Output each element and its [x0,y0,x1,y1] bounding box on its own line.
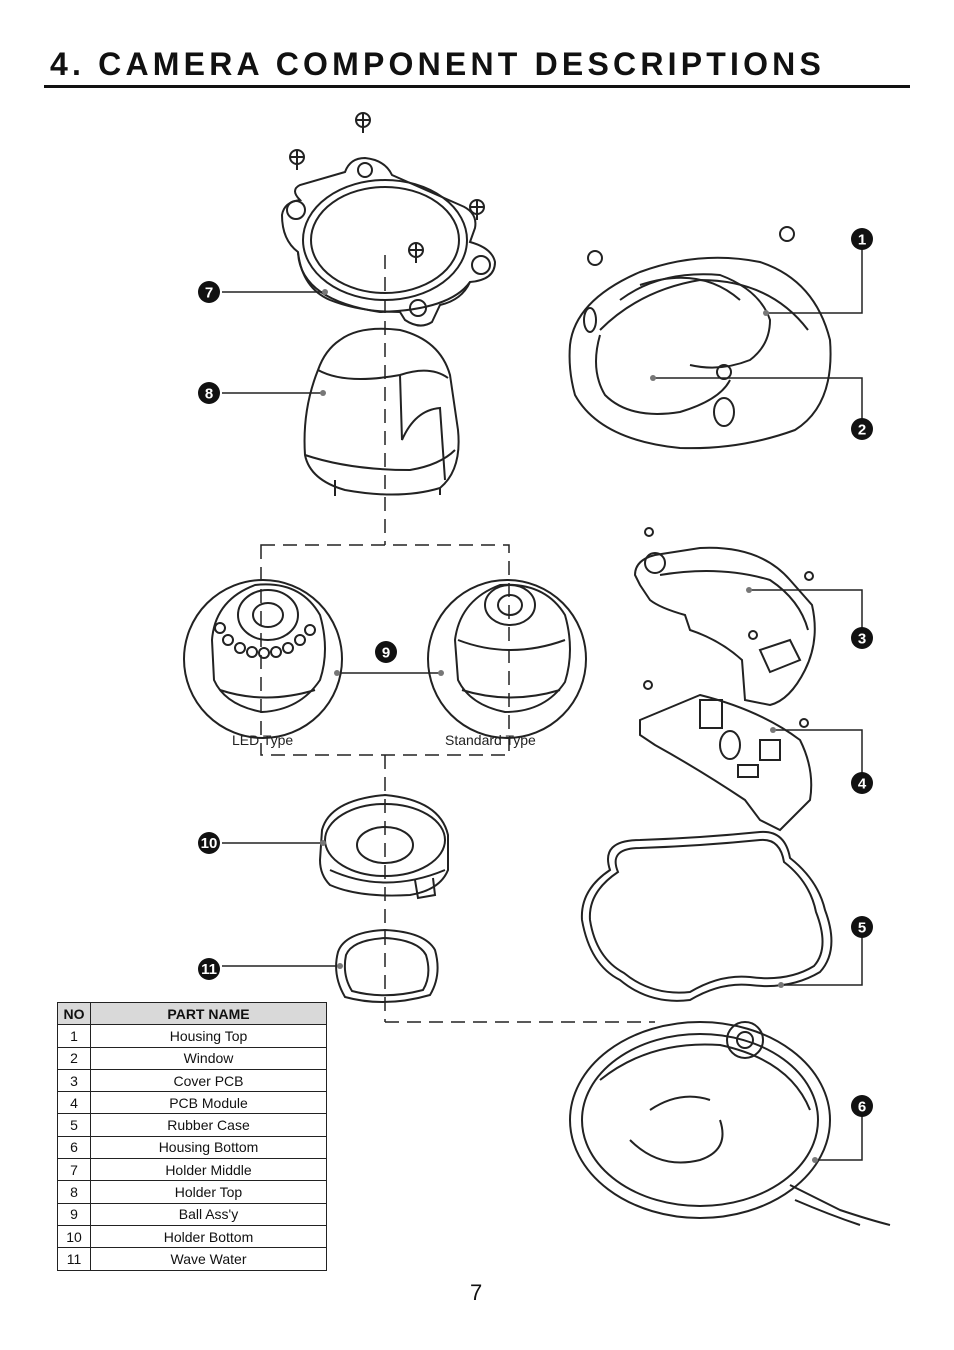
screw-icon [587,226,795,380]
housing-top-part [568,256,832,450]
svg-text:2: 2 [858,422,866,439]
row-part-name: Wave Water [90,1247,327,1271]
row-part-name: Housing Top [90,1024,327,1048]
row-no: 6 [57,1135,91,1160]
row-no: 5 [57,1113,91,1137]
row-no: 10 [57,1224,91,1249]
leader-dots [320,289,818,1163]
callout-1: 1 [851,228,873,250]
row-no: 8 [57,1180,91,1204]
holder-bottom-part [318,793,449,900]
svg-text:8: 8 [205,386,213,403]
row-no: 4 [57,1091,91,1115]
row-part-name: Window [90,1046,327,1070]
column-header-part-name: PART NAME [90,1001,327,1026]
row-part-name: Holder Top [90,1180,327,1204]
screw-icon [289,112,485,263]
callout-3: 3 [851,627,873,649]
table-header-row: NO PART NAME [57,1001,327,1026]
title-rule [44,85,910,88]
callout-5: 5 [851,916,873,938]
row-part-name: Holder Bottom [90,1224,327,1249]
svg-text:1: 1 [858,232,866,249]
svg-text:11: 11 [201,961,217,978]
callout-8: 8 [198,382,220,404]
callout-badges: 1 2 3 4 5 6 7 8 9 10 11 [198,228,873,1117]
housing-bottom-part [569,1021,891,1226]
row-part-name: PCB Module [90,1091,327,1115]
cover-pcb-part [633,546,816,707]
callout-6: 6 [851,1095,873,1117]
svg-text:3: 3 [858,631,866,648]
standard-type-label: Standard Type [445,732,536,748]
ball-standard-type [427,579,587,739]
holder-top-part [303,327,460,496]
svg-text:5: 5 [858,920,866,937]
row-part-name: Rubber Case [90,1113,327,1137]
ball-led-type [183,579,343,739]
row-part-name: Housing Bottom [90,1135,327,1160]
row-no: 1 [57,1024,91,1048]
wave-water-part [335,928,439,1003]
callout-9: 9 [375,641,397,663]
row-no: 3 [57,1068,91,1093]
callout-11: 11 [198,958,220,980]
rubber-case-part [580,830,833,1002]
leader-lines [222,239,863,1161]
page-title: 4. CAMERA COMPONENT DESCRIPTIONS [50,46,826,82]
svg-text:9: 9 [382,645,390,662]
svg-text:4: 4 [858,776,867,793]
column-header-no: NO [57,1001,91,1026]
callout-10: 10 [198,832,220,854]
row-no: 2 [57,1046,91,1070]
screw-icon [643,527,814,728]
callout-4: 4 [851,772,873,794]
holder-middle-part [280,156,497,327]
svg-text:10: 10 [201,835,218,852]
page-number: 7 [470,1280,483,1305]
row-part-name: Holder Middle [90,1158,327,1182]
led-type-label: LED Type [232,732,293,748]
row-part-name: Cover PCB [90,1068,327,1093]
pcb-module-part [639,693,813,832]
svg-text:6: 6 [858,1099,866,1116]
svg-text:7: 7 [205,285,213,302]
row-no: 9 [57,1202,91,1226]
callout-2: 2 [851,418,873,440]
row-no: 7 [57,1158,91,1182]
row-part-name: Ball Ass'y [90,1202,327,1226]
row-no: 11 [57,1247,91,1271]
callout-7: 7 [198,281,220,303]
